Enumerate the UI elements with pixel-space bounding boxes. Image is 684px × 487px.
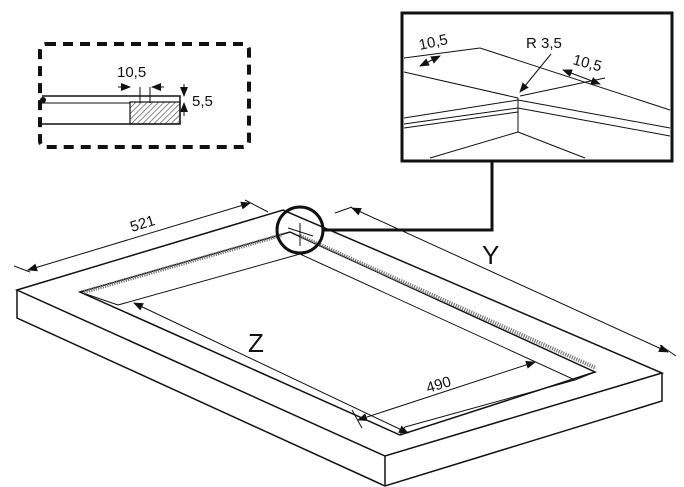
section-view: 10,5 5,5 [38, 42, 251, 149]
dim-490-label: 490 [424, 373, 453, 397]
detail-dim-right-line [562, 69, 601, 85]
detail-edge-4 [403, 99, 519, 119]
dim-521-ext-left [13, 265, 31, 273]
detail-radius-label: R 3,5 [526, 35, 562, 52]
dimension-z: Z [133, 302, 409, 434]
dimension-y: Y [334, 206, 677, 357]
frame-top-outer [14, 209, 665, 457]
groove-left [83, 233, 283, 294]
dim-y-line [351, 207, 669, 353]
section-dim-depth-label: 5,5 [192, 93, 213, 110]
detail-edge-10 [517, 107, 671, 137]
dimension-490: 490 [351, 361, 536, 429]
dim-y-ext-top [334, 206, 353, 214]
dimension-521: 521 [13, 199, 269, 273]
dim-490-line [357, 361, 536, 421]
groove-right [299, 234, 597, 370]
tray-frame [14, 209, 665, 487]
frame-inner-corner-right [574, 371, 596, 381]
detail-edge-1 [403, 47, 481, 59]
axis-y-label: Y [482, 240, 499, 270]
dim-490-ext [351, 409, 363, 429]
detail-box: 10,5 R 3,5 10,5 [400, 11, 674, 163]
axis-z-label: Z [248, 328, 264, 358]
section-dim-width-label: 10,5 [117, 64, 146, 81]
detail-dim-left-line [419, 55, 441, 67]
section-hatched-groove [129, 101, 181, 125]
frame-front-edge [16, 290, 663, 487]
dim-y-ext-bottom [659, 344, 677, 357]
detail-leader [323, 160, 494, 232]
frame-inner-corner-left [79, 291, 119, 306]
section-dot [40, 97, 46, 103]
detail-radius-leader [519, 53, 552, 93]
dim-521-label: 521 [128, 212, 157, 236]
detail-dim-right-label: 10,5 [571, 51, 604, 75]
detail-edge-2 [403, 71, 519, 99]
detail-dim-left-label: 10,5 [417, 31, 449, 54]
detail-edge-5 [403, 107, 519, 125]
dim-z-line [133, 302, 409, 434]
dim-521-ext-right [244, 199, 269, 213]
detail-edge-11 [517, 131, 586, 159]
detail-edge-9 [517, 99, 671, 129]
detail-edge-6 [403, 111, 519, 129]
detail-box-frame [400, 11, 674, 163]
dim-521-line [27, 201, 251, 272]
detail-callout [275, 160, 494, 255]
detail-edge-8 [429, 131, 519, 159]
